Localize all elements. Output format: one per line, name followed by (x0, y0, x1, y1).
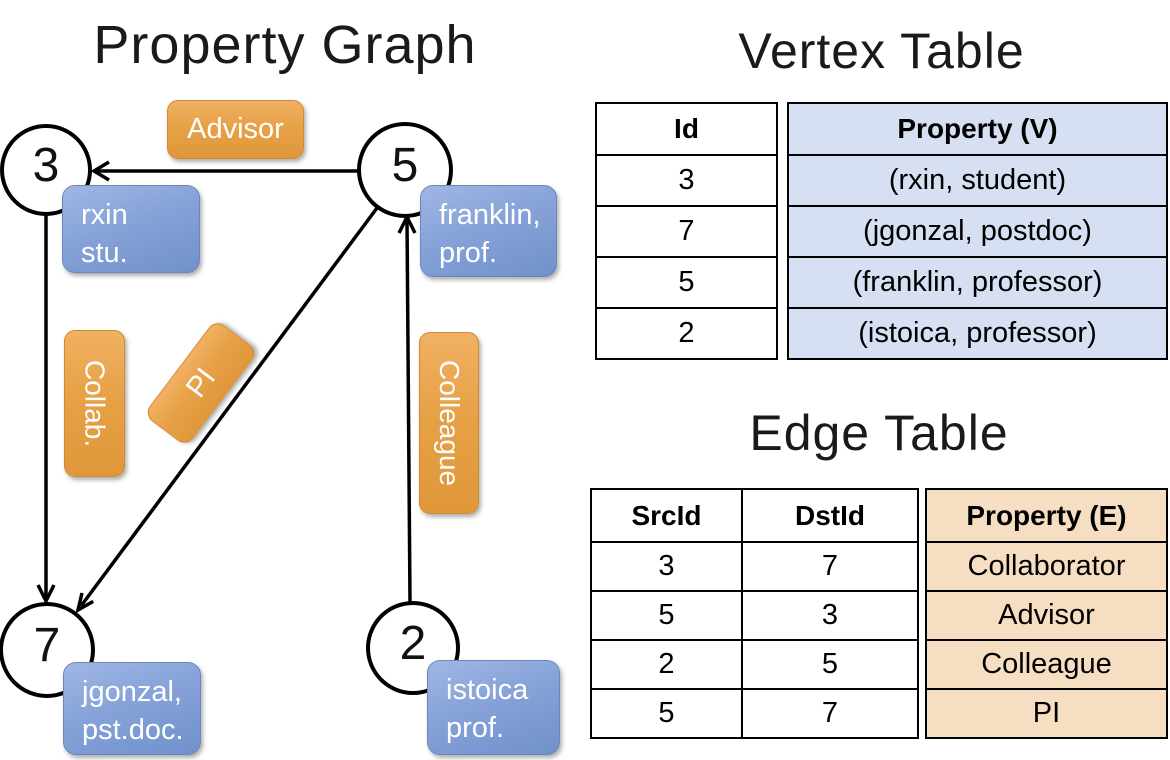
edge-table-title: Edge Table (749, 405, 1009, 461)
vertex-table: Id 3 7 5 2 Property (V) (rxin, student) … (595, 102, 1168, 372)
vertex-table-property-column: Property (V) (rxin, student) (jgonzal, p… (787, 102, 1168, 360)
table-row: 5 3 (590, 590, 919, 641)
cell-dstid: 3 (741, 590, 919, 641)
vertex-property-line: franklin, (439, 199, 541, 231)
cell-property: Colleague (925, 639, 1168, 690)
vertex-table-property-header: Property (V) (787, 102, 1168, 156)
cell-dstid: 7 (741, 688, 919, 739)
edge-line-2-5 (405, 219, 412, 603)
cell-srcid: 5 (590, 688, 743, 739)
table-header-row: Property (E) (925, 488, 1168, 543)
cell-property: Advisor (925, 590, 1168, 641)
vertex-property-box-2: istoica prof. (427, 660, 560, 755)
edge-table-srcid-header: SrcId (590, 488, 743, 543)
vertex-property-line: pst.doc. (82, 714, 184, 747)
edge-table-property-column: Property (E) Collaborator Advisor Collea… (925, 488, 1168, 739)
table-row: (istoica, professor) (787, 307, 1168, 360)
vertex-property-line: stu. (81, 237, 128, 270)
table-row: Collaborator (925, 541, 1168, 592)
table-row: 7 (595, 205, 778, 258)
cell-srcid: 3 (590, 541, 743, 592)
edge-label-colleague: Colleague (419, 332, 479, 514)
arrowhead-into-7-vertical (36, 584, 56, 605)
table-row: (rxin, student) (787, 154, 1168, 207)
arrowhead-into-3 (90, 160, 110, 182)
vertex-id-7: 7 (33, 619, 61, 672)
vertex-table-title: Vertex Table (738, 23, 1025, 79)
vertex-property-box-5: franklin, prof. (420, 185, 557, 277)
vertex-id-5: 5 (391, 139, 419, 192)
edge-line-5-7 (79, 206, 379, 608)
vertex-id-3: 3 (32, 139, 60, 192)
vertex-property-line: rxin (81, 199, 128, 231)
arrowhead-into-7-diagonal (75, 592, 95, 614)
edge-label-collab: Collab. (64, 330, 125, 477)
cell-property: Collaborator (925, 541, 1168, 592)
table-row: Colleague (925, 639, 1168, 690)
vertex-id-2: 2 (399, 617, 427, 670)
vertex-property-line: prof. (446, 712, 505, 745)
table-row: 5 (595, 256, 778, 309)
cell-property: PI (925, 688, 1168, 739)
table-header-row: SrcId DstId (590, 488, 919, 543)
cell-id: 3 (595, 154, 778, 207)
table-row: 2 (595, 307, 778, 360)
cell-dstid: 5 (741, 639, 919, 690)
table-row: PI (925, 688, 1168, 739)
cell-id: 5 (595, 256, 778, 309)
table-row: (jgonzal, postdoc) (787, 205, 1168, 258)
vertex-table-id-header: Id (595, 102, 778, 156)
cell-srcid: 2 (590, 639, 743, 690)
vertex-property-line: prof. (439, 237, 498, 270)
cell-dstid: 7 (741, 541, 919, 592)
vertex-property-line: jgonzal, (82, 676, 182, 708)
cell-id: 2 (595, 307, 778, 360)
property-graph-panel: Property Graph 3 5 7 2 Advisor Collab. P… (0, 15, 560, 755)
table-row: 3 (595, 154, 778, 207)
edge-table-property-header: Property (E) (925, 488, 1168, 543)
table-header-row: Property (V) (787, 102, 1168, 156)
table-row: Advisor (925, 590, 1168, 641)
table-row: 3 7 (590, 541, 919, 592)
table-row: 5 7 (590, 688, 919, 739)
edge-table-dstid-header: DstId (741, 488, 919, 543)
edge-table: SrcId DstId 3 7 5 3 2 5 5 7 Property (E)… (590, 488, 1168, 755)
property-graph-title: Property Graph (93, 15, 477, 75)
edge-table-id-columns: SrcId DstId 3 7 5 3 2 5 5 7 (590, 488, 919, 739)
cell-property: (rxin, student) (787, 154, 1168, 207)
table-row: 2 5 (590, 639, 919, 690)
table-row: (franklin, professor) (787, 256, 1168, 309)
cell-id: 7 (595, 205, 778, 258)
vertex-property-line: istoica (446, 674, 529, 706)
cell-property: (istoica, professor) (787, 307, 1168, 360)
cell-srcid: 5 (590, 590, 743, 641)
edge-label-advisor: Advisor (167, 100, 304, 159)
vertex-property-box-3: rxin stu. (62, 185, 200, 273)
table-header-row: Id (595, 102, 778, 156)
cell-property: (franklin, professor) (787, 256, 1168, 309)
cell-property: (jgonzal, postdoc) (787, 205, 1168, 258)
vertex-property-box-7: jgonzal, pst.doc. (63, 662, 201, 755)
vertex-table-id-column: Id 3 7 5 2 (595, 102, 778, 360)
